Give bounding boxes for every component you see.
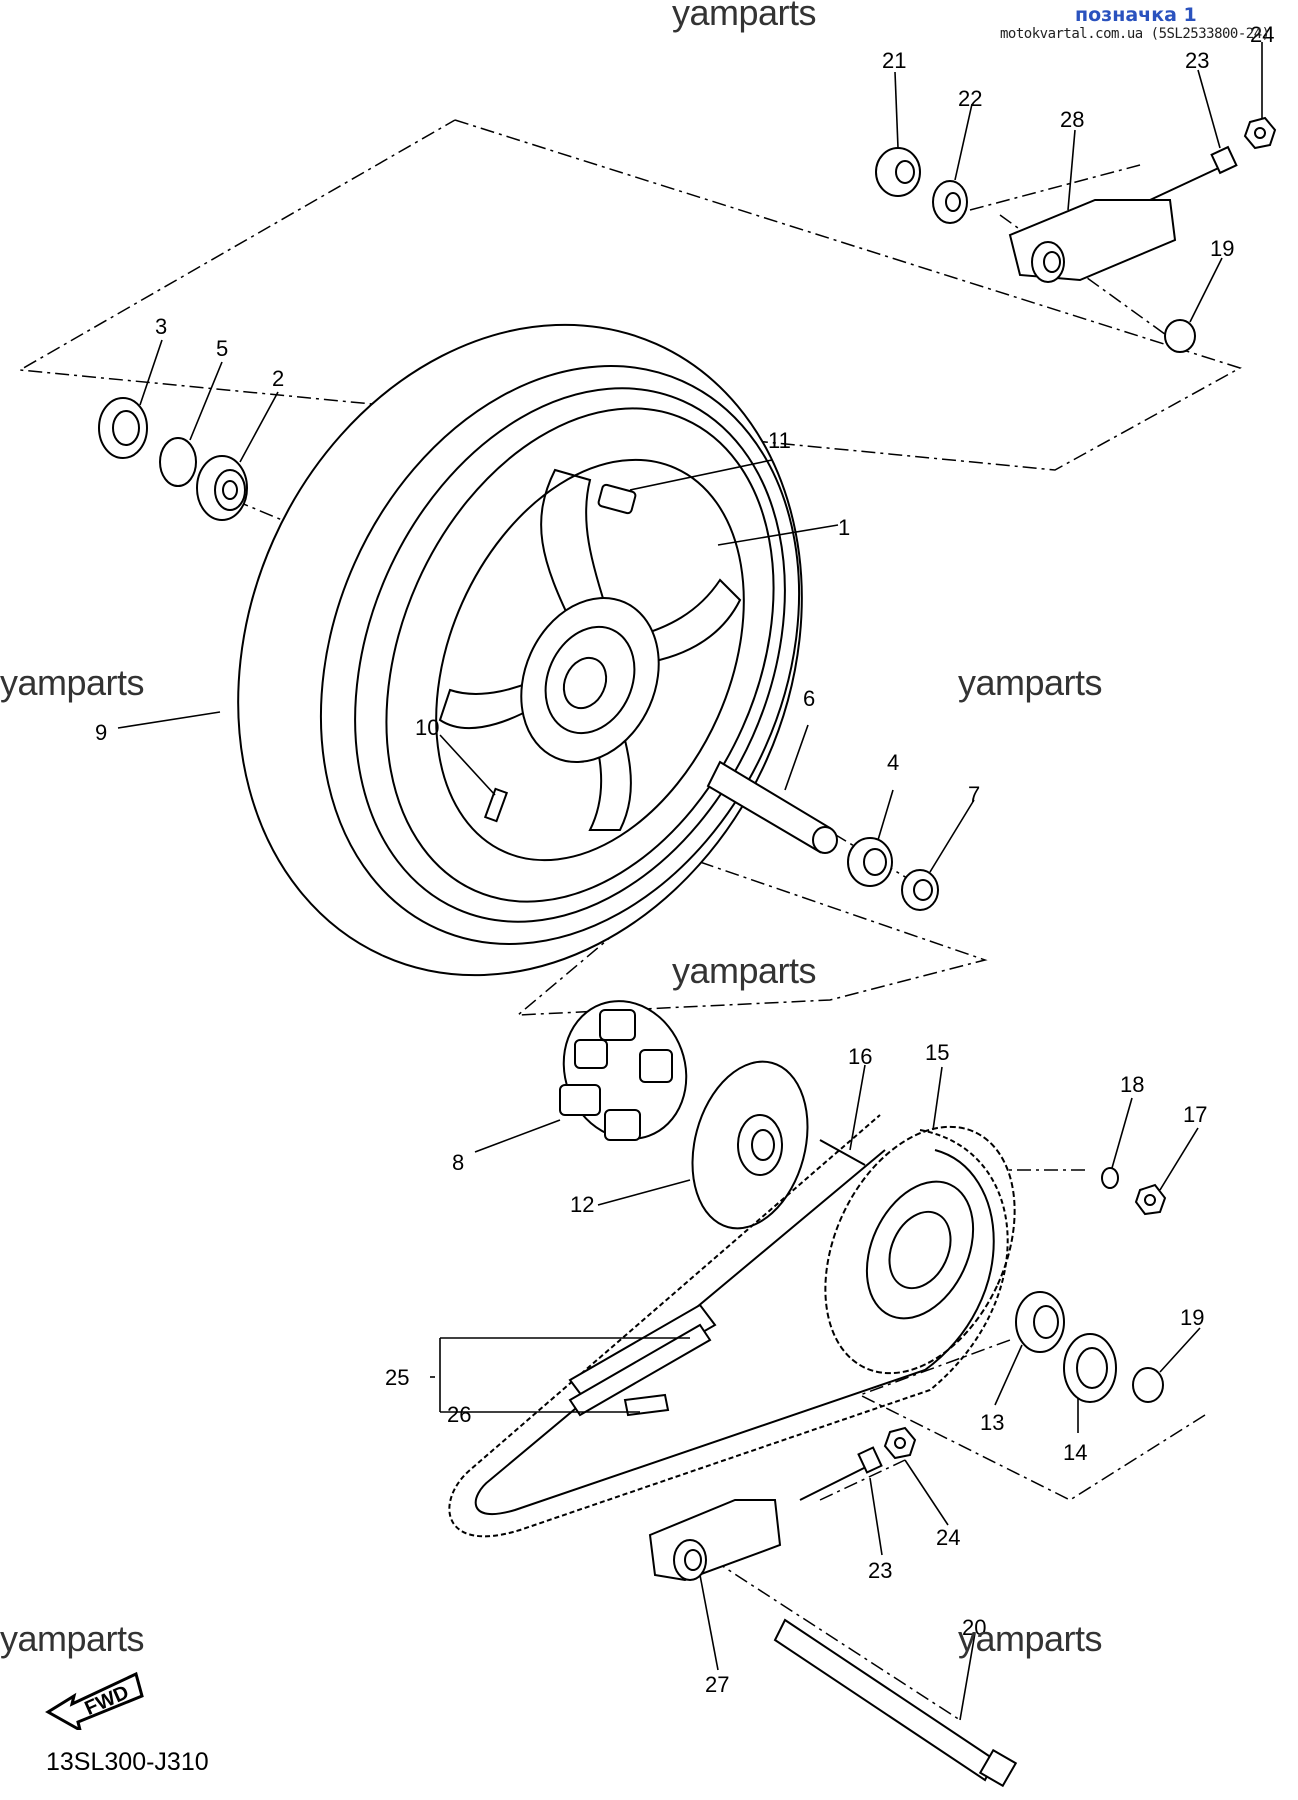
bolt-23-lower: [799, 1446, 883, 1501]
outline-bolt-line-lower: [819, 1459, 906, 1501]
collar-19-lower: [1132, 1367, 1164, 1403]
callout-15: 15: [925, 1040, 949, 1065]
stud-16: [819, 1139, 866, 1166]
bearing-3: [98, 397, 148, 459]
callout-1: 1: [838, 515, 850, 540]
bearing-2: [196, 455, 248, 521]
callout-2: 2: [272, 366, 284, 391]
callout-19-top: 19: [1210, 236, 1234, 261]
fwd-arrow-icon: FWD: [44, 1660, 144, 1734]
diagram-code: 13SL300-J310: [46, 1748, 209, 1776]
callout-20: 20: [962, 1615, 986, 1640]
chain-joint-26: [623, 1393, 670, 1417]
watermark-top: yamparts: [672, 0, 817, 33]
callout-9: 9: [95, 720, 107, 745]
nut-24-lower: [883, 1426, 917, 1460]
watermark-right-bottom: yamparts: [958, 1618, 1103, 1659]
callout-25: 25: [385, 1365, 409, 1390]
leader-lines: [117, 42, 1263, 1721]
callout-14: 14: [1063, 1440, 1087, 1465]
outline-wheel-assembly: [17, 119, 1242, 471]
callout-22: 22: [958, 86, 982, 111]
callout-23-top: 23: [1185, 48, 1209, 73]
wheel-axle-20: [773, 1618, 1018, 1788]
callout-13: 13: [980, 1410, 1004, 1435]
mark-link[interactable]: позначка 1: [1075, 4, 1197, 26]
callout-27: 27: [705, 1672, 729, 1697]
callout-3: 3: [155, 314, 167, 339]
hub-damper-8: [559, 1000, 688, 1141]
nut-24-top: [1243, 116, 1277, 150]
watermark-left-bottom: yamparts: [0, 1618, 145, 1659]
callout-24-lower: 24: [936, 1525, 960, 1550]
site-reference: motokvartal.com.ua (5SL2533800-24): [1000, 26, 1270, 42]
callout-21: 21: [882, 48, 906, 73]
bearing-4: [847, 837, 893, 887]
outline-lower-axle: [858, 1339, 1206, 1501]
callout-6: 6: [803, 686, 815, 711]
callout-10: 10: [415, 715, 439, 740]
callout-12: 12: [570, 1192, 594, 1217]
collar-7: [901, 869, 939, 911]
callout-23-lower: 23: [868, 1558, 892, 1583]
callout-24-top: 24: [1250, 22, 1274, 47]
oil-seal-14: [1063, 1333, 1117, 1403]
nut-17: [1134, 1183, 1167, 1216]
callout-19-lower: 19: [1180, 1305, 1204, 1330]
callout-7: 7: [968, 782, 980, 807]
outline-bolt-line-top: [969, 164, 1141, 211]
washer-18: [1101, 1167, 1119, 1189]
callout-5: 5: [216, 336, 228, 361]
outline-hub-assembly: [515, 861, 988, 1016]
chain-adjuster-28: [1008, 199, 1177, 283]
chain-links-25: [568, 1303, 717, 1417]
callout-26: 26: [447, 1402, 471, 1427]
bearing-13: [1015, 1291, 1065, 1353]
sprocket-hub-12: [691, 1060, 809, 1230]
bolt-23-top: [1149, 145, 1238, 201]
watermark-left-mid: yamparts: [0, 662, 145, 703]
callout-11: 11: [768, 428, 791, 453]
washer-22: [932, 180, 968, 224]
spacer-6: [706, 760, 838, 854]
callout-18: 18: [1120, 1072, 1144, 1097]
circlip-5: [159, 437, 197, 487]
callout-8: 8: [452, 1150, 464, 1175]
rear-wheel: [237, 323, 803, 977]
drive-chain-loop: [448, 1114, 1009, 1538]
callout-4: 4: [887, 750, 899, 775]
sprocket-15: [824, 1125, 1016, 1375]
watermark-right-mid: yamparts: [958, 662, 1103, 703]
chain-adjuster-27: [648, 1499, 782, 1582]
callout-16: 16: [848, 1044, 872, 1069]
watermark-center: yamparts: [672, 950, 817, 991]
callout-labels: 1 2 3 4 5 6 7 8 9 10 11 12 13 14 15 16 1…: [95, 22, 1274, 1697]
collar-21: [875, 147, 921, 197]
outline-axle-lower-line: [689, 1544, 961, 1721]
collar-19-top: [1164, 319, 1196, 353]
callout-28: 28: [1060, 107, 1084, 132]
callout-17: 17: [1183, 1102, 1207, 1127]
